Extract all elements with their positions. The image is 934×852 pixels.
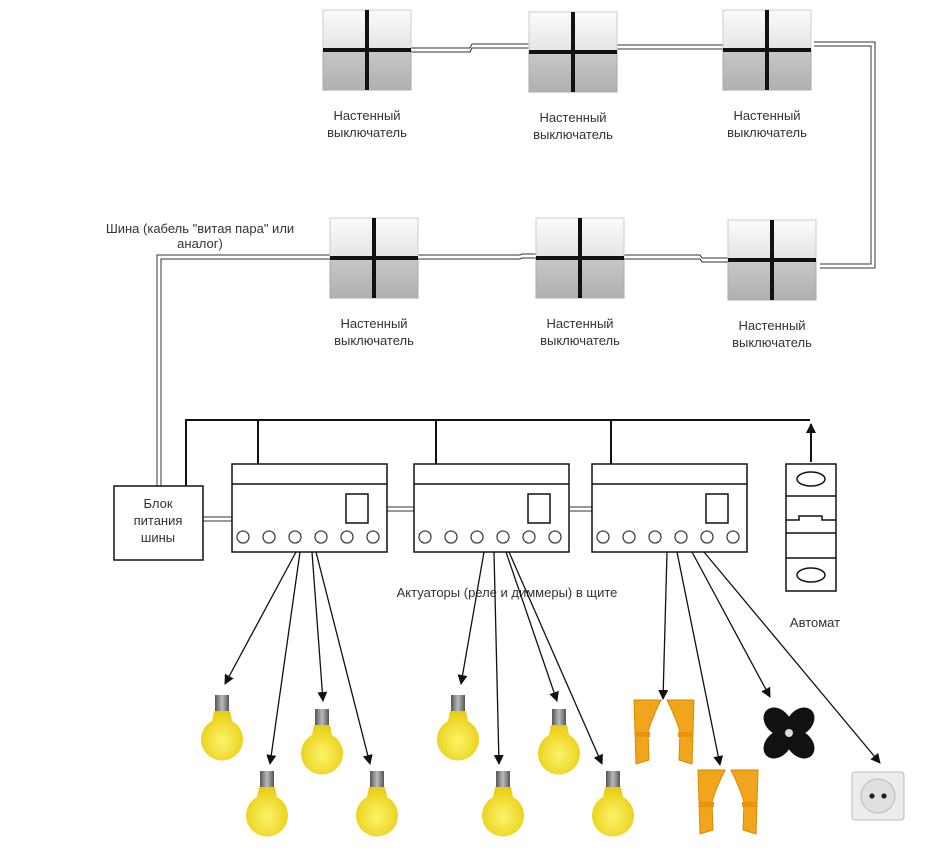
light-bulb-icon — [437, 695, 480, 761]
power-line — [185, 419, 816, 486]
switch-label-line2: выключатель — [732, 335, 812, 350]
light-bulb-icon — [538, 709, 581, 775]
actuators-label: Актуаторы (реле и диммеры) в щите — [397, 585, 618, 600]
wall-switch: Настенный выключатель — [727, 219, 817, 350]
light-bulb-icon — [356, 771, 398, 837]
curtains-icon — [633, 699, 695, 765]
fan-icon — [763, 707, 815, 759]
power-supply-line2: питания — [134, 513, 183, 528]
power-supply-line3: шины — [141, 530, 175, 545]
wall-switch: Настенный выключатель — [722, 9, 812, 140]
switch-label-line2: выключатель — [334, 333, 414, 348]
actuator-module — [591, 463, 748, 553]
switch-label-line2: выключатель — [327, 125, 407, 140]
bus-label-line2: аналог) — [177, 236, 223, 251]
wall-switch: Настенный выключатель — [322, 9, 412, 140]
curtains-icon — [697, 769, 759, 835]
wall-switch: Настенный выключатель — [329, 217, 419, 348]
circuit-breaker — [785, 463, 837, 592]
switch-label-line1: Настенный — [340, 316, 407, 331]
switch-label-line1: Настенный — [733, 108, 800, 123]
light-bulb-icon — [482, 771, 524, 837]
wall-switch: Настенный выключатель — [528, 11, 618, 142]
wall-switch: Настенный выключатель — [535, 217, 625, 348]
light-bulb-icon — [245, 771, 289, 837]
switch-label-line1: Настенный — [738, 318, 805, 333]
bus-label-line1: Шина (кабель "витая пара" или — [106, 221, 294, 236]
switch-label-line2: выключатель — [727, 125, 807, 140]
load-wires — [224, 551, 881, 766]
power-socket-icon — [851, 771, 905, 821]
breaker-label: Автомат — [790, 615, 840, 630]
switch-label-line1: Настенный — [333, 108, 400, 123]
switch-label-line2: выключатель — [540, 333, 620, 348]
light-bulb-icon — [592, 771, 635, 837]
power-supply-line1: Блок — [143, 496, 172, 511]
light-bulb-icon — [200, 695, 243, 761]
switch-label-line1: Настенный — [539, 110, 606, 125]
light-bulb-icon — [301, 709, 344, 775]
actuator-module — [231, 463, 388, 553]
actuator-module — [413, 463, 570, 553]
switch-label-line2: выключатель — [533, 127, 613, 142]
switch-label-line1: Настенный — [546, 316, 613, 331]
bus-cable — [156, 41, 876, 522]
bus-power-supply: Блок питания шины — [113, 485, 204, 561]
